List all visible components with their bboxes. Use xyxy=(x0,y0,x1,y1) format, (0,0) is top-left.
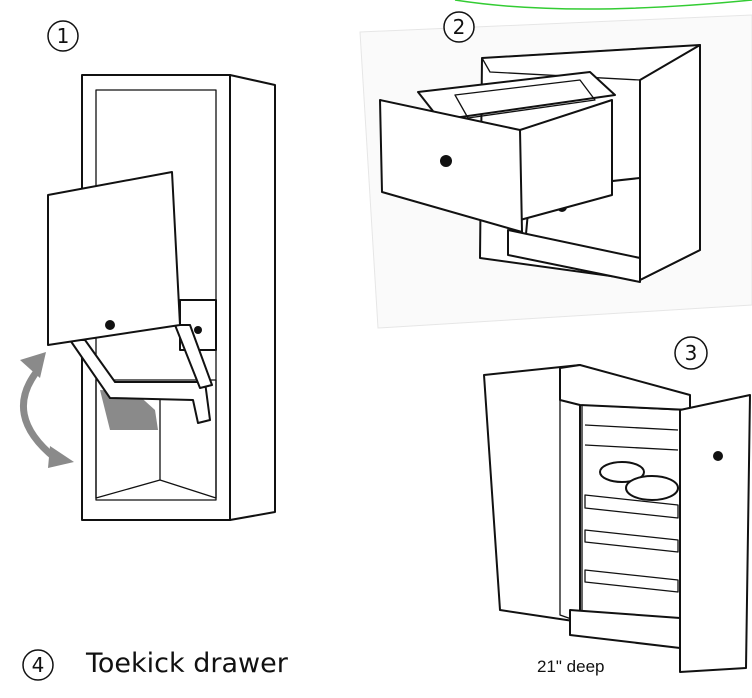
green-accent-curve xyxy=(454,0,752,10)
lift-motion-arrow xyxy=(20,366,59,462)
step-3-label: 3 xyxy=(685,341,698,365)
toekick-drawer-caption: Toekick drawer xyxy=(85,648,289,679)
cabinet-2-drawer-inner-bin xyxy=(454,79,596,119)
cabinet-2-upper-drawer-front xyxy=(379,99,523,233)
cabinet-3-shelf-2 xyxy=(584,529,679,553)
step-number-2: 2 xyxy=(443,11,475,43)
lift-arrow-head-bottom xyxy=(48,446,74,468)
step-number-3: 3 xyxy=(674,336,708,370)
step-number-1: 1 xyxy=(47,20,79,52)
cabinet-3-shelf-3 xyxy=(584,569,679,593)
depth-caption: 21" deep xyxy=(537,657,605,676)
cabinet-3-shelf-1 xyxy=(584,494,679,519)
step-4-circle xyxy=(22,649,54,681)
cabinet-3-top xyxy=(559,364,691,411)
cabinet-3-rack-rail-2 xyxy=(584,444,679,451)
step-2-circle xyxy=(443,11,475,43)
figure-3-pullout-cabinet xyxy=(483,364,751,673)
cabinet-3-rack xyxy=(581,404,681,641)
figure-2-drawer-cabinet xyxy=(359,14,752,329)
cabinet-1-side xyxy=(229,74,276,521)
cabinet-1-door-knob xyxy=(105,320,115,330)
cabinet-3-rack-rail-1 xyxy=(584,424,679,431)
cabinet-2-toekick xyxy=(507,229,641,283)
lift-arrow-head-top xyxy=(20,352,46,378)
step-1-circle xyxy=(47,20,79,52)
cabinet-3-slide xyxy=(569,609,681,649)
cabinet-1-back-knob xyxy=(194,326,202,334)
step-2-label: 2 xyxy=(453,15,466,39)
cabinet-3-bin-right xyxy=(625,475,679,501)
step-3-circle xyxy=(674,336,708,370)
cabinet-3-knob xyxy=(713,451,723,461)
cabinet-2-upper-knob xyxy=(440,155,452,167)
figure-1-lift-door-cabinet xyxy=(20,74,276,521)
cabinet-2-side xyxy=(639,44,701,281)
cabinet-1-lift-arm-2 xyxy=(174,324,213,389)
cabinet-3-bin-left xyxy=(599,461,645,483)
step-4-label: 4 xyxy=(32,653,45,677)
step-1-label: 1 xyxy=(57,24,70,48)
cabinet-3-door xyxy=(679,394,751,673)
cabinet-1-lift-arm xyxy=(69,339,211,424)
cabinet-1-shelf xyxy=(100,390,158,430)
cabinet-2-top xyxy=(481,44,701,81)
step-number-4: 4 xyxy=(22,649,54,681)
cabinet-1-lift-door xyxy=(47,171,181,346)
cabinet-3-side xyxy=(483,364,581,623)
